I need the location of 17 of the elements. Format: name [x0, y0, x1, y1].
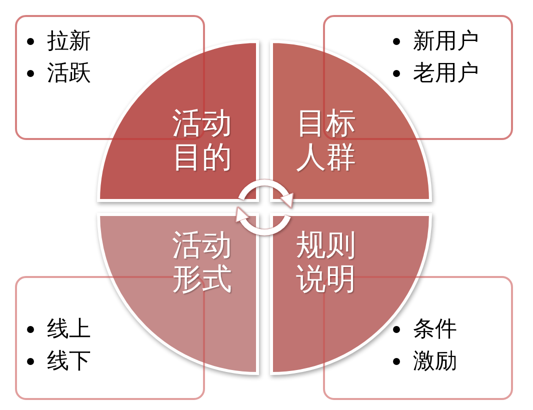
quadrant-segment — [97, 40, 259, 202]
cycle-arrow — [236, 206, 291, 236]
segment-label: 规则说明 — [296, 229, 357, 297]
list-item: 活跃 — [47, 60, 91, 86]
segment-label: 目标人群 — [296, 107, 357, 175]
list-item: 老用户 — [413, 60, 479, 86]
list-item: 激励 — [413, 348, 457, 374]
text-box — [323, 15, 513, 140]
segment-label: 活动形式 — [172, 229, 233, 297]
list-item: 拉新 — [47, 28, 91, 54]
quadrant-segment — [97, 213, 259, 375]
list-item: 条件 — [413, 316, 457, 342]
cycle-arrow — [238, 180, 294, 208]
list-item: 线下 — [47, 348, 91, 374]
list-item: 新用户 — [413, 28, 479, 54]
segment-label: 活动目的 — [172, 107, 233, 175]
list-item: 线上 — [47, 316, 91, 342]
